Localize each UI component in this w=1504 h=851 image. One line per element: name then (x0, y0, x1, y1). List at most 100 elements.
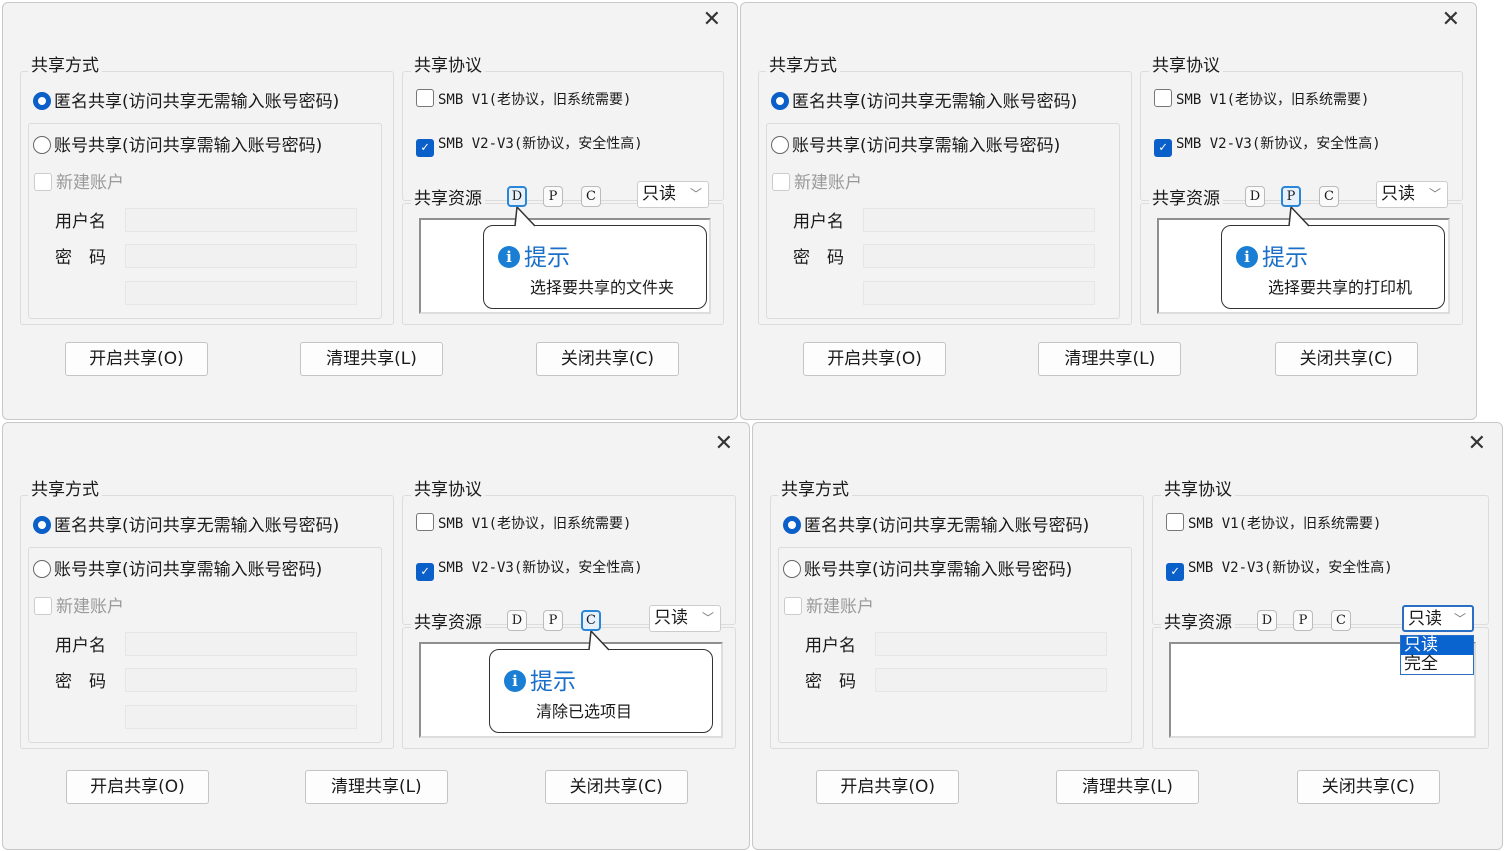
password-input[interactable] (863, 244, 1095, 268)
radio-indicator[interactable] (783, 560, 801, 578)
start-share-button[interactable]: 开启共享(O) (816, 770, 960, 804)
smb-v2-checkbox[interactable]: ✓SMB V2-V3(新协议，安全性高) (1154, 133, 1381, 157)
smb-v1-checkbox[interactable]: SMB V1(老协议，旧系统需要) (416, 89, 631, 109)
confirm-password-input[interactable] (125, 705, 357, 729)
radio-account[interactable]: 账号共享(访问共享需输入账号密码) (783, 555, 1072, 580)
checkbox-indicator[interactable] (416, 513, 434, 531)
checkbox-indicator[interactable] (34, 597, 52, 615)
smb-v2-checkbox[interactable]: ✓SMB V2-V3(新协议，安全性高) (416, 557, 643, 581)
radio-anonymous[interactable]: 匿名共享(访问共享无需输入账号密码) (771, 87, 1077, 112)
smb-v1-checkbox[interactable]: SMB V1(老协议，旧系统需要) (1166, 513, 1381, 533)
radio-indicator[interactable] (33, 560, 51, 578)
username-input[interactable] (863, 208, 1095, 232)
username-input[interactable] (125, 632, 357, 656)
new-account-checkbox[interactable]: 新建账户 (772, 168, 862, 193)
permission-dropdown[interactable]: 只读﹀ (1402, 605, 1474, 632)
resource-button-d[interactable]: D (507, 186, 527, 207)
share-mode-group (20, 495, 394, 749)
permission-dropdown[interactable]: 只读﹀ (1376, 181, 1448, 208)
start-share-button[interactable]: 开启共享(O) (66, 770, 209, 804)
checkbox-label: SMB V2-V3(新协议，安全性高) (438, 136, 643, 152)
radio-anonymous[interactable]: 匿名共享(访问共享无需输入账号密码) (783, 511, 1089, 536)
radio-indicator[interactable] (783, 516, 801, 534)
resource-button-c[interactable]: C (581, 610, 601, 631)
resource-button-p[interactable]: P (543, 610, 563, 631)
tooltip-text: 清除已选项目 (536, 702, 633, 721)
radio-account[interactable]: 账号共享(访问共享需输入账号密码) (33, 131, 322, 156)
new-account-checkbox[interactable]: 新建账户 (34, 168, 124, 193)
checkbox-indicator[interactable]: ✓ (1166, 563, 1184, 581)
dropdown-value: 只读 (642, 184, 676, 204)
close-icon[interactable]: ✕ (702, 7, 721, 32)
checkbox-indicator[interactable]: ✓ (416, 139, 434, 157)
smb-v2-checkbox[interactable]: ✓SMB V2-V3(新协议，安全性高) (416, 133, 643, 157)
clear-share-button[interactable]: 清理共享(L) (1056, 770, 1200, 804)
tooltip-pointer (514, 207, 536, 227)
checkbox-indicator[interactable] (784, 597, 802, 615)
password-input[interactable] (125, 668, 357, 692)
chevron-down-icon: ﹀ (701, 611, 714, 625)
start-share-button[interactable]: 开启共享(O) (65, 342, 208, 376)
resource-button-p[interactable]: P (543, 186, 563, 207)
radio-account[interactable]: 账号共享(访问共享需输入账号密码) (771, 131, 1060, 156)
close-icon[interactable]: ✕ (1441, 7, 1460, 32)
confirm-password-input[interactable] (125, 281, 357, 305)
radio-indicator[interactable] (33, 136, 51, 154)
radio-indicator[interactable] (771, 136, 789, 154)
resource-button-d[interactable]: D (1245, 186, 1265, 207)
clear-share-button[interactable]: 清理共享(L) (304, 770, 448, 804)
close-icon[interactable]: ✕ (1467, 431, 1486, 456)
clear-share-button[interactable]: 清理共享(L) (1038, 342, 1182, 376)
radio-indicator[interactable] (33, 92, 51, 110)
username-input[interactable] (875, 632, 1107, 656)
checkbox-indicator[interactable] (1154, 89, 1172, 107)
smb-v1-checkbox[interactable]: SMB V1(老协议，旧系统需要) (416, 513, 631, 533)
share-dialog-2: ✕共享方式匿名共享(访问共享无需输入账号密码)账号共享(访问共享需输入账号密码)… (740, 2, 1477, 420)
dropdown-option[interactable]: 只读 (1401, 636, 1473, 655)
checkbox-indicator[interactable] (416, 89, 434, 107)
username-label: 用户名 (55, 212, 106, 232)
smb-v2-checkbox[interactable]: ✓SMB V2-V3(新协议，安全性高) (1166, 557, 1393, 581)
resource-button-p[interactable]: P (1281, 186, 1301, 207)
resource-button-p[interactable]: P (1293, 610, 1313, 631)
resource-group (402, 203, 724, 325)
resource-button-c[interactable]: C (581, 186, 601, 207)
radio-anonymous[interactable]: 匿名共享(访问共享无需输入账号密码) (33, 87, 339, 112)
share-mode-group (758, 71, 1132, 325)
checkbox-indicator[interactable] (1166, 513, 1184, 531)
close-icon[interactable]: ✕ (714, 431, 733, 456)
protocol-title: 共享协议 (411, 51, 485, 76)
username-input[interactable] (125, 208, 357, 232)
permission-dropdown[interactable]: 只读﹀ (637, 181, 709, 208)
resource-button-d[interactable]: D (507, 610, 527, 631)
new-account-checkbox[interactable]: 新建账户 (784, 592, 874, 617)
checkbox-indicator[interactable] (772, 173, 790, 191)
radio-label: 账号共享(访问共享需输入账号密码) (54, 136, 323, 156)
radio-indicator[interactable] (771, 92, 789, 110)
close-share-button[interactable]: 关闭共享(C) (1296, 770, 1440, 804)
checkbox-indicator[interactable]: ✓ (1154, 139, 1172, 157)
resource-title: 共享资源 (1149, 184, 1223, 209)
close-share-button[interactable]: 关闭共享(C) (1274, 342, 1418, 376)
radio-indicator[interactable] (33, 516, 51, 534)
radio-anonymous[interactable]: 匿名共享(访问共享无需输入账号密码) (33, 511, 339, 536)
resource-button-d[interactable]: D (1257, 610, 1277, 631)
password-input[interactable] (125, 244, 357, 268)
confirm-password-input[interactable] (863, 281, 1095, 305)
smb-v1-checkbox[interactable]: SMB V1(老协议，旧系统需要) (1154, 89, 1369, 109)
protocol-group (1152, 495, 1489, 625)
resource-button-c[interactable]: C (1331, 610, 1351, 631)
radio-account[interactable]: 账号共享(访问共享需输入账号密码) (33, 555, 322, 580)
start-share-button[interactable]: 开启共享(O) (803, 342, 947, 376)
close-share-button[interactable]: 关闭共享(C) (536, 342, 679, 376)
dropdown-option[interactable]: 完全 (1404, 654, 1438, 674)
clear-share-button[interactable]: 清理共享(L) (300, 342, 443, 376)
permission-dropdown[interactable]: 只读﹀ (649, 605, 721, 632)
checkbox-indicator[interactable]: ✓ (416, 563, 434, 581)
new-account-checkbox[interactable]: 新建账户 (34, 592, 124, 617)
checkbox-indicator[interactable] (34, 173, 52, 191)
password-input[interactable] (875, 668, 1107, 692)
resource-button-c[interactable]: C (1319, 186, 1339, 207)
close-share-button[interactable]: 关闭共享(C) (544, 770, 688, 804)
